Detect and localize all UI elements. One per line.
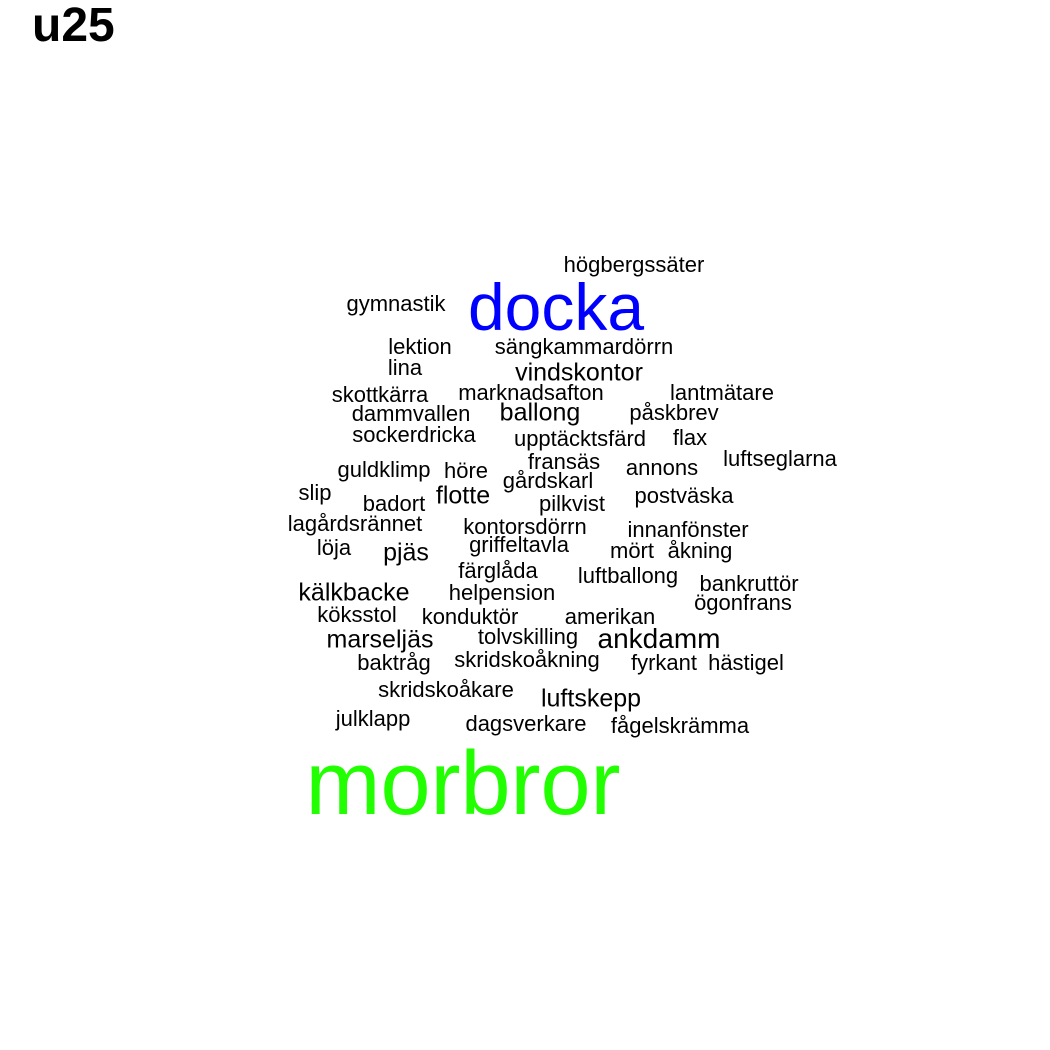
word-ballong: ballong: [499, 398, 581, 427]
word-gymnastik: gymnastik: [346, 291, 446, 316]
word-luftskepp: luftskepp: [540, 684, 642, 713]
word-pilkvist: pilkvist: [538, 491, 606, 516]
word-julklapp: julklapp: [335, 706, 411, 731]
word-skridskoakare: skridskoåkare: [378, 677, 514, 702]
word-innanfonster: innanfönster: [627, 517, 749, 542]
word-lagardsrannet: lagårdsrännet: [287, 511, 423, 536]
word-amerikan: amerikan: [564, 604, 656, 629]
word-helpension: helpension: [448, 580, 556, 605]
word-fransas: fransäs: [527, 449, 601, 474]
word-morbror: morbror: [305, 734, 621, 834]
word-sockerdricka: sockerdricka: [352, 422, 476, 447]
word-konduktor: konduktör: [421, 604, 519, 629]
word-bankruttor: bankruttör: [699, 571, 799, 596]
word-upptacktsfard: upptäcktsfärd: [513, 426, 647, 451]
word-skridskoakning: skridskoåkning: [454, 647, 600, 672]
word-koksstol: köksstol: [317, 602, 397, 627]
word-luftballong: luftballong: [577, 563, 679, 588]
word-marseljas: marseljäs: [326, 625, 434, 654]
word-lantmatare: lantmätare: [670, 380, 774, 405]
word-lina: lina: [387, 355, 423, 380]
word-hastigel: hästigel: [708, 650, 784, 675]
word-farglada: färglåda: [458, 558, 538, 583]
word-ankdamm: ankdamm: [597, 623, 721, 654]
word-loja: löja: [316, 535, 352, 560]
word-docka: docka: [467, 270, 645, 344]
word-fagelskramma: fågelskrämma: [610, 713, 750, 738]
word-dagsverkare: dagsverkare: [465, 711, 587, 736]
word-kalkbacke: kälkbacke: [298, 578, 410, 607]
word-hore: höre: [443, 458, 489, 483]
word-kontorsdorrn: kontorsdörrn: [463, 514, 587, 539]
word-tolvskilling: tolvskilling: [477, 624, 579, 649]
word-annons: annons: [625, 455, 699, 480]
word-akning: åkning: [667, 538, 733, 563]
word-baktrag: baktråg: [357, 650, 431, 675]
chart-title: u25: [32, 0, 115, 52]
word-flotte: flotte: [435, 481, 491, 510]
word-dammvallen: dammvallen: [351, 401, 471, 426]
word-flax: flax: [672, 425, 708, 450]
word-luftseglarna: luftseglarna: [723, 446, 837, 471]
word-lektion: lektion: [388, 334, 452, 359]
word-pjas: pjäs: [383, 538, 429, 567]
word-skottkarra: skottkärra: [331, 382, 429, 407]
word-paskbrev: påskbrev: [629, 400, 719, 425]
word-vindskontor: vindskontor: [515, 358, 643, 387]
word-fyrkant: fyrkant: [630, 650, 698, 675]
word-mort: mört: [610, 538, 654, 563]
word-slip: slip: [298, 480, 332, 505]
word-postvaska: postväska: [634, 483, 734, 508]
word-badort: badort: [362, 491, 426, 516]
word-ogonfrans: ögonfrans: [694, 590, 792, 615]
word-sangkammardorrn: sängkammardörrn: [494, 334, 674, 359]
word-marknadsafton: marknadsafton: [458, 380, 604, 405]
word-gardskarl: gårdskarl: [502, 468, 594, 493]
word-hogbergssater: högbergssäter: [563, 252, 705, 277]
word-guldklimp: guldklimp: [337, 457, 431, 482]
word-griffeltavla: griffeltavla: [469, 532, 569, 557]
